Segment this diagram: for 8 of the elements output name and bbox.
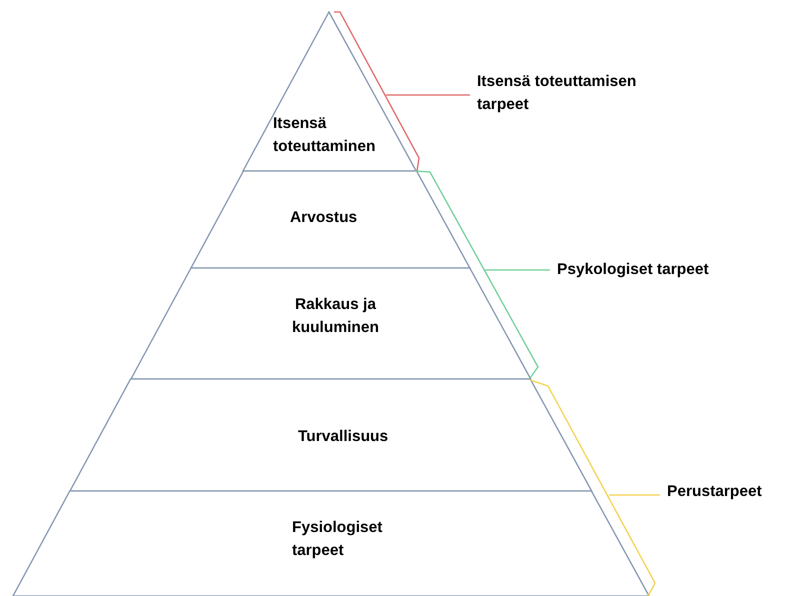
level-label: Rakkaus ja kuuluminen: [292, 295, 379, 338]
level-label: Fysiologiset tarpeet: [292, 518, 382, 561]
level-label: Arvostus: [290, 208, 358, 228]
group-label: Itsensä toteuttamisen tarpeet: [477, 72, 638, 115]
group-label: Perustarpeet: [667, 482, 762, 502]
group-label: Psykologiset tarpeet: [557, 260, 709, 280]
level-label: Turvallisuus: [298, 427, 388, 447]
level-label: Itsensä toteuttaminen: [272, 114, 376, 157]
